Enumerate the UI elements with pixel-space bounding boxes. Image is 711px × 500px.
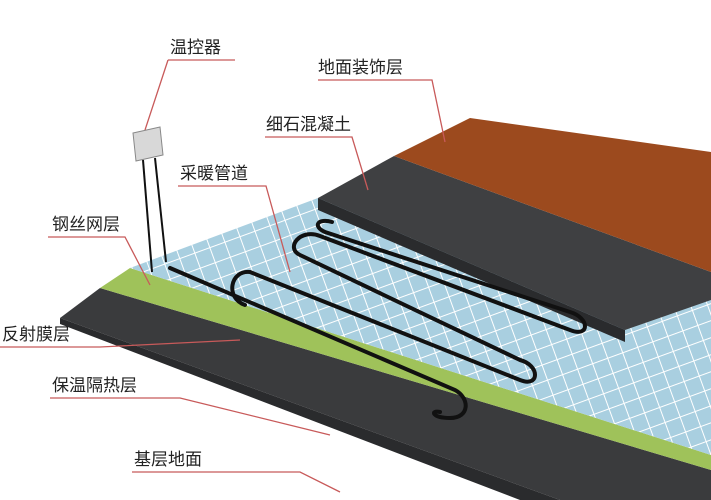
concrete-layer — [318, 156, 711, 330]
heating-pipe — [168, 219, 587, 421]
label-steel-mesh: 钢丝网层 — [52, 215, 120, 235]
thermostat-wire-left — [142, 159, 153, 273]
label-insulation: 保温隔热层 — [52, 376, 137, 396]
label-fine-concrete: 细石混凝土 — [266, 115, 351, 135]
thermostat-wire-right — [154, 157, 167, 263]
thermostat-device — [132, 126, 164, 162]
base-floor-edge — [60, 318, 560, 500]
label-heating-pipe: 采暖管道 — [180, 164, 248, 184]
leader-lines — [0, 59, 446, 493]
label-reflective-film: 反射膜层 — [2, 325, 70, 345]
floor-finish-layer — [394, 118, 711, 272]
steel-mesh-layer — [130, 198, 711, 455]
label-thermostat: 温控器 — [170, 38, 221, 58]
label-base-floor: 基层地面 — [134, 450, 202, 470]
label-floor-finish: 地面装饰层 — [318, 58, 403, 78]
